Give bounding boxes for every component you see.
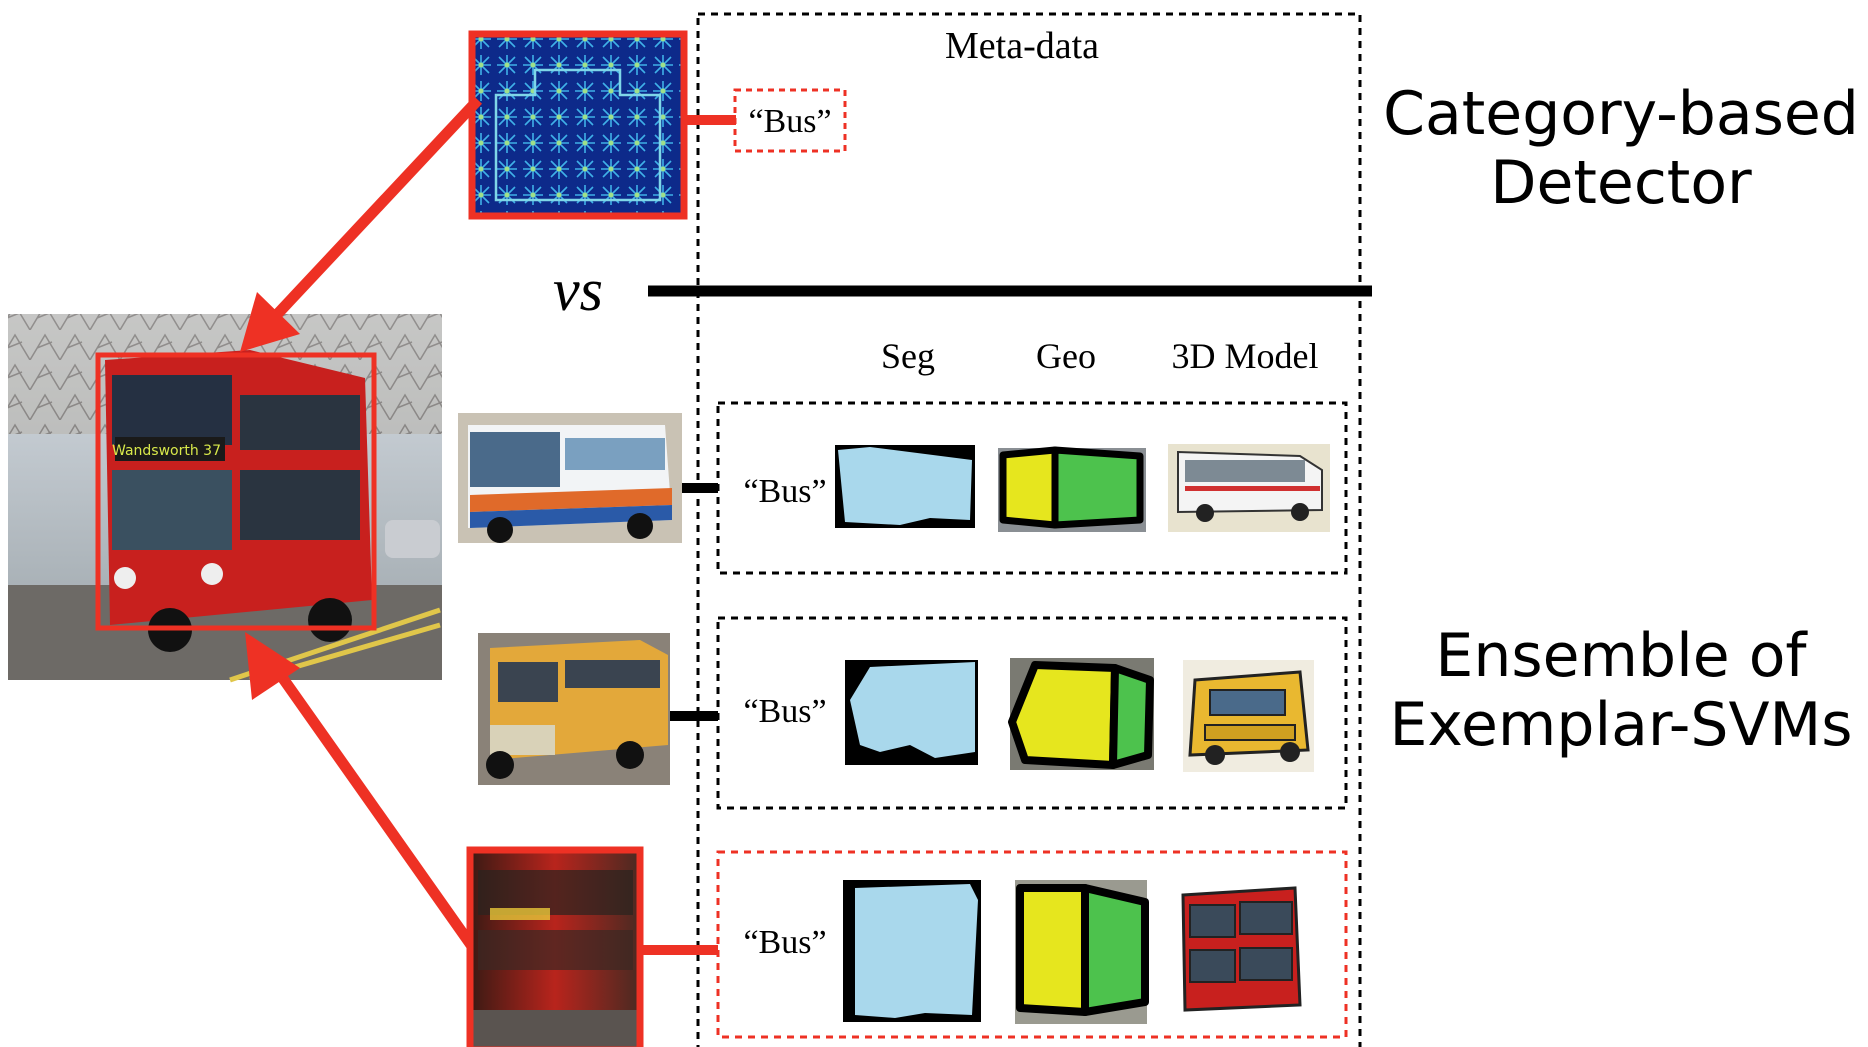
exemplar-row-1: “Bus” <box>458 401 1348 575</box>
ensemble-line2: Exemplar-SVMs <box>1389 690 1853 760</box>
bus-3d-model-3 <box>1178 880 1306 1022</box>
vs-label: vs <box>553 257 603 323</box>
segmentation-mask-2 <box>845 660 978 765</box>
column-header-geo: Geo <box>1036 336 1096 376</box>
exemplar-row-3: “Bus” <box>466 846 1348 1047</box>
bus-3d-model-2 <box>1183 660 1314 772</box>
test-bus-sign-text: Wandsworth 37 <box>112 443 221 459</box>
ensemble-heading: Ensemble of Exemplar-SVMs <box>1378 622 1864 760</box>
exemplar-label-3: “Bus” <box>743 924 826 961</box>
exemplar-metadata-box-1 <box>716 401 1348 575</box>
detection-box <box>95 352 377 631</box>
category-detector-line1: Category-based <box>1383 79 1859 149</box>
geometry-box-3 <box>1015 880 1149 1024</box>
meta-data-title: Meta-data <box>945 25 1099 67</box>
geometry-box-1 <box>998 446 1146 532</box>
hog-connector <box>684 115 736 125</box>
arrow-hog-to-detection <box>240 96 483 352</box>
exemplar-connector-3 <box>640 945 718 955</box>
category-label: “Bus” <box>748 103 831 140</box>
exemplar-row-2: “Bus” <box>478 616 1348 810</box>
hog-template-image <box>468 30 688 220</box>
category-detector-heading: Category-based Detector <box>1378 80 1864 218</box>
exemplar-bus-photo-1 <box>458 413 682 543</box>
exemplar-connector-2 <box>670 711 718 721</box>
column-header-3d-model: 3D Model <box>1172 336 1319 376</box>
ensemble-line1: Ensemble of <box>1435 621 1807 691</box>
exemplar-label-2: “Bus” <box>743 693 826 730</box>
exemplar-metadata-box-2 <box>716 616 1348 810</box>
exemplar-connector-1 <box>682 483 718 493</box>
exemplar-bus-photo-3 <box>470 850 640 1047</box>
segmentation-mask-3 <box>843 880 981 1022</box>
geometry-box-2 <box>1008 658 1154 770</box>
segmentation-mask-1 <box>835 445 975 528</box>
exemplar-bus-photo-2 <box>478 633 670 785</box>
test-bus-photo <box>8 314 442 683</box>
arrow-exemplar-to-detection <box>245 632 481 956</box>
category-detector-line2: Detector <box>1490 148 1752 218</box>
meta-data-panel <box>696 12 1362 1047</box>
column-header-seg: Seg <box>881 336 935 376</box>
exemplar-metadata-box-3 <box>716 850 1348 1039</box>
exemplar-label-1: “Bus” <box>743 473 826 510</box>
bus-3d-model-1 <box>1168 444 1330 532</box>
hog-template-silhouette <box>494 68 662 202</box>
